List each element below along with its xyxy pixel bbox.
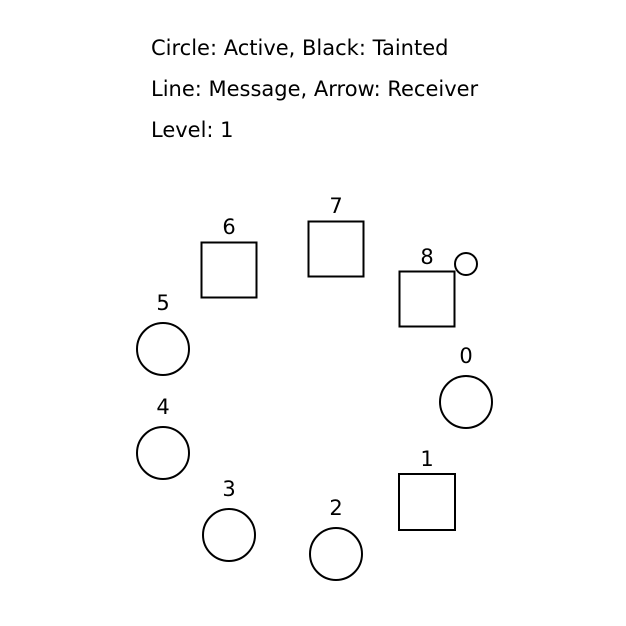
node-8[interactable]: 8 (398, 245, 478, 328)
node-1[interactable]: 1 (398, 447, 456, 531)
node-3-circle-icon[interactable] (202, 508, 256, 562)
node-3-label: 3 (222, 477, 235, 501)
node-6-square-icon[interactable] (200, 241, 258, 299)
node-5[interactable]: 5 (136, 291, 190, 376)
node-7-label: 7 (329, 194, 342, 218)
node-0-label: 0 (459, 344, 472, 368)
legend-line-symbols: Circle: Active, Black: Tainted (151, 36, 449, 60)
node-6[interactable]: 6 (200, 215, 258, 299)
node-6-label: 6 (222, 215, 235, 239)
node-1-square-icon[interactable] (398, 473, 456, 531)
node-4-circle-icon[interactable] (136, 426, 190, 480)
legend-line-edges: Line: Message, Arrow: Receiver (151, 77, 479, 101)
node-0-circle-icon[interactable] (439, 375, 493, 429)
node-4-label: 4 (156, 395, 169, 419)
node-2-circle-icon[interactable] (309, 527, 363, 581)
node-5-circle-icon[interactable] (136, 322, 190, 376)
node-8-receiver-marker-icon (454, 252, 478, 276)
node-5-label: 5 (156, 291, 169, 315)
nodes-layer: 0 1 2 3 4 5 6 7 8 (136, 194, 493, 581)
node-0[interactable]: 0 (439, 344, 493, 429)
node-7[interactable]: 7 (307, 194, 365, 278)
node-3[interactable]: 3 (202, 477, 256, 562)
node-2[interactable]: 2 (309, 496, 363, 581)
legend-panel: Circle: Active, Black: Tainted Line: Mes… (151, 28, 591, 151)
legend-line-level: Level: 1 (151, 118, 234, 142)
node-8-square-icon[interactable] (398, 270, 456, 328)
node-2-label: 2 (329, 496, 342, 520)
node-8-label: 8 (420, 245, 433, 269)
node-4[interactable]: 4 (136, 395, 190, 480)
node-1-label: 1 (420, 447, 433, 471)
node-7-square-icon[interactable] (307, 220, 365, 278)
